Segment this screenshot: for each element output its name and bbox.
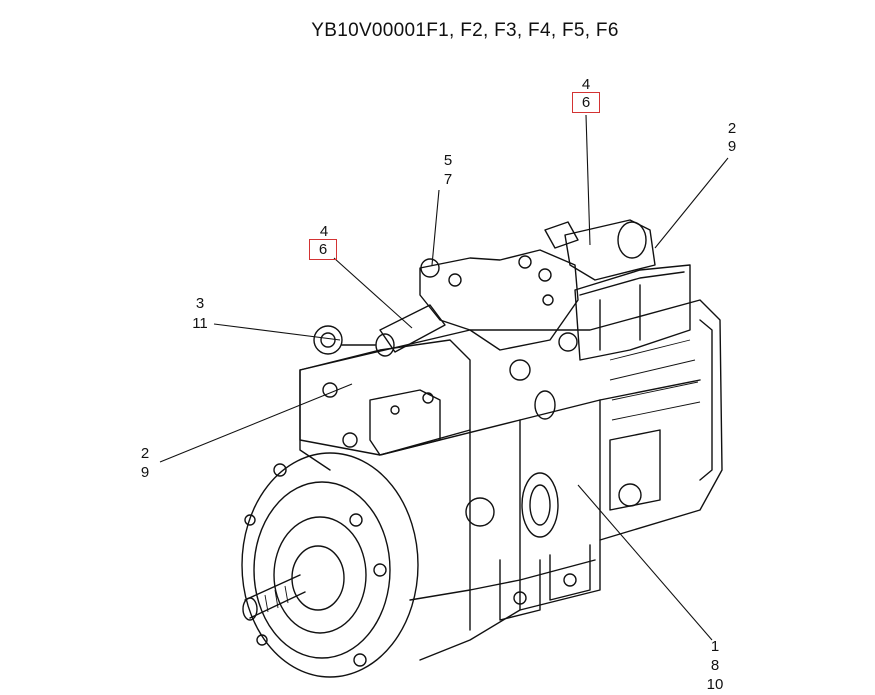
- leader-lines: [159, 114, 729, 641]
- callout-number: 3: [195, 295, 205, 312]
- callout-number: 8: [710, 657, 720, 674]
- callout-number: 9: [727, 138, 737, 155]
- callout-number-highlighted: 6: [309, 239, 337, 260]
- callout-number: 7: [443, 171, 453, 188]
- callout-number: 11: [192, 315, 208, 332]
- callout-number: 4: [581, 76, 591, 93]
- callout-number: 10: [706, 676, 724, 693]
- callout-number: 2: [140, 445, 150, 462]
- callout-number-highlighted: 6: [572, 92, 600, 113]
- pump-body: [241, 299, 723, 678]
- callout-number: 1: [710, 638, 720, 655]
- diagram-title: YB10V00001F1, F2, F3, F4, F5, F6: [311, 20, 619, 41]
- callout-number: 9: [140, 464, 150, 481]
- regulator-assembly: [299, 219, 691, 456]
- callout-number: 4: [319, 223, 329, 240]
- callout-number: 2: [727, 120, 737, 137]
- callout-number: 5: [443, 152, 453, 169]
